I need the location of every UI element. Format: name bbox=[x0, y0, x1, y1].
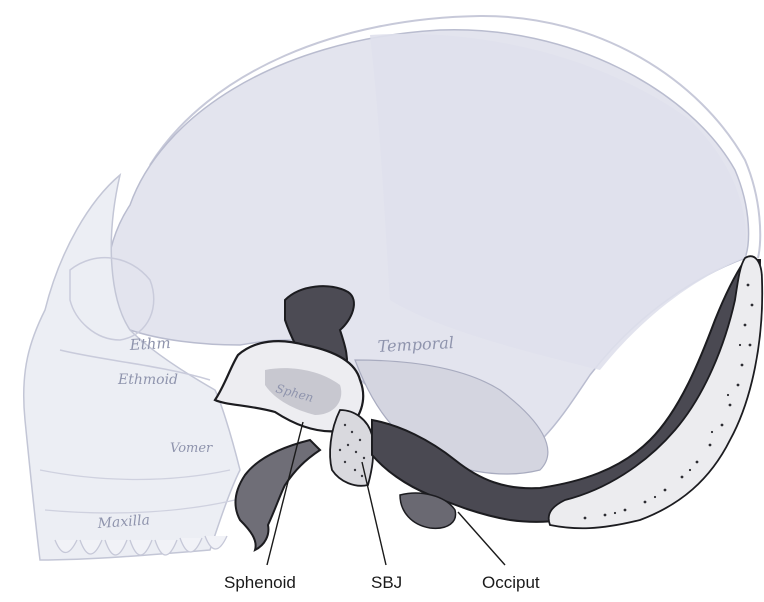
label-ethm: Ethm bbox=[128, 334, 171, 354]
callout-occiput: Occiput bbox=[482, 574, 540, 591]
pterygoid-process bbox=[235, 440, 320, 550]
leader-line-sbj bbox=[362, 462, 386, 565]
callout-sbj: SBJ bbox=[371, 574, 402, 591]
leader-line-occiput bbox=[458, 512, 505, 565]
label-temporal: Temporal bbox=[377, 333, 454, 356]
sbj-band bbox=[330, 410, 373, 486]
label-ethmoid: Ethmoid bbox=[117, 372, 178, 388]
label-vomer: Vomer bbox=[170, 441, 213, 456]
callout-sphenoid: Sphenoid bbox=[224, 574, 296, 591]
